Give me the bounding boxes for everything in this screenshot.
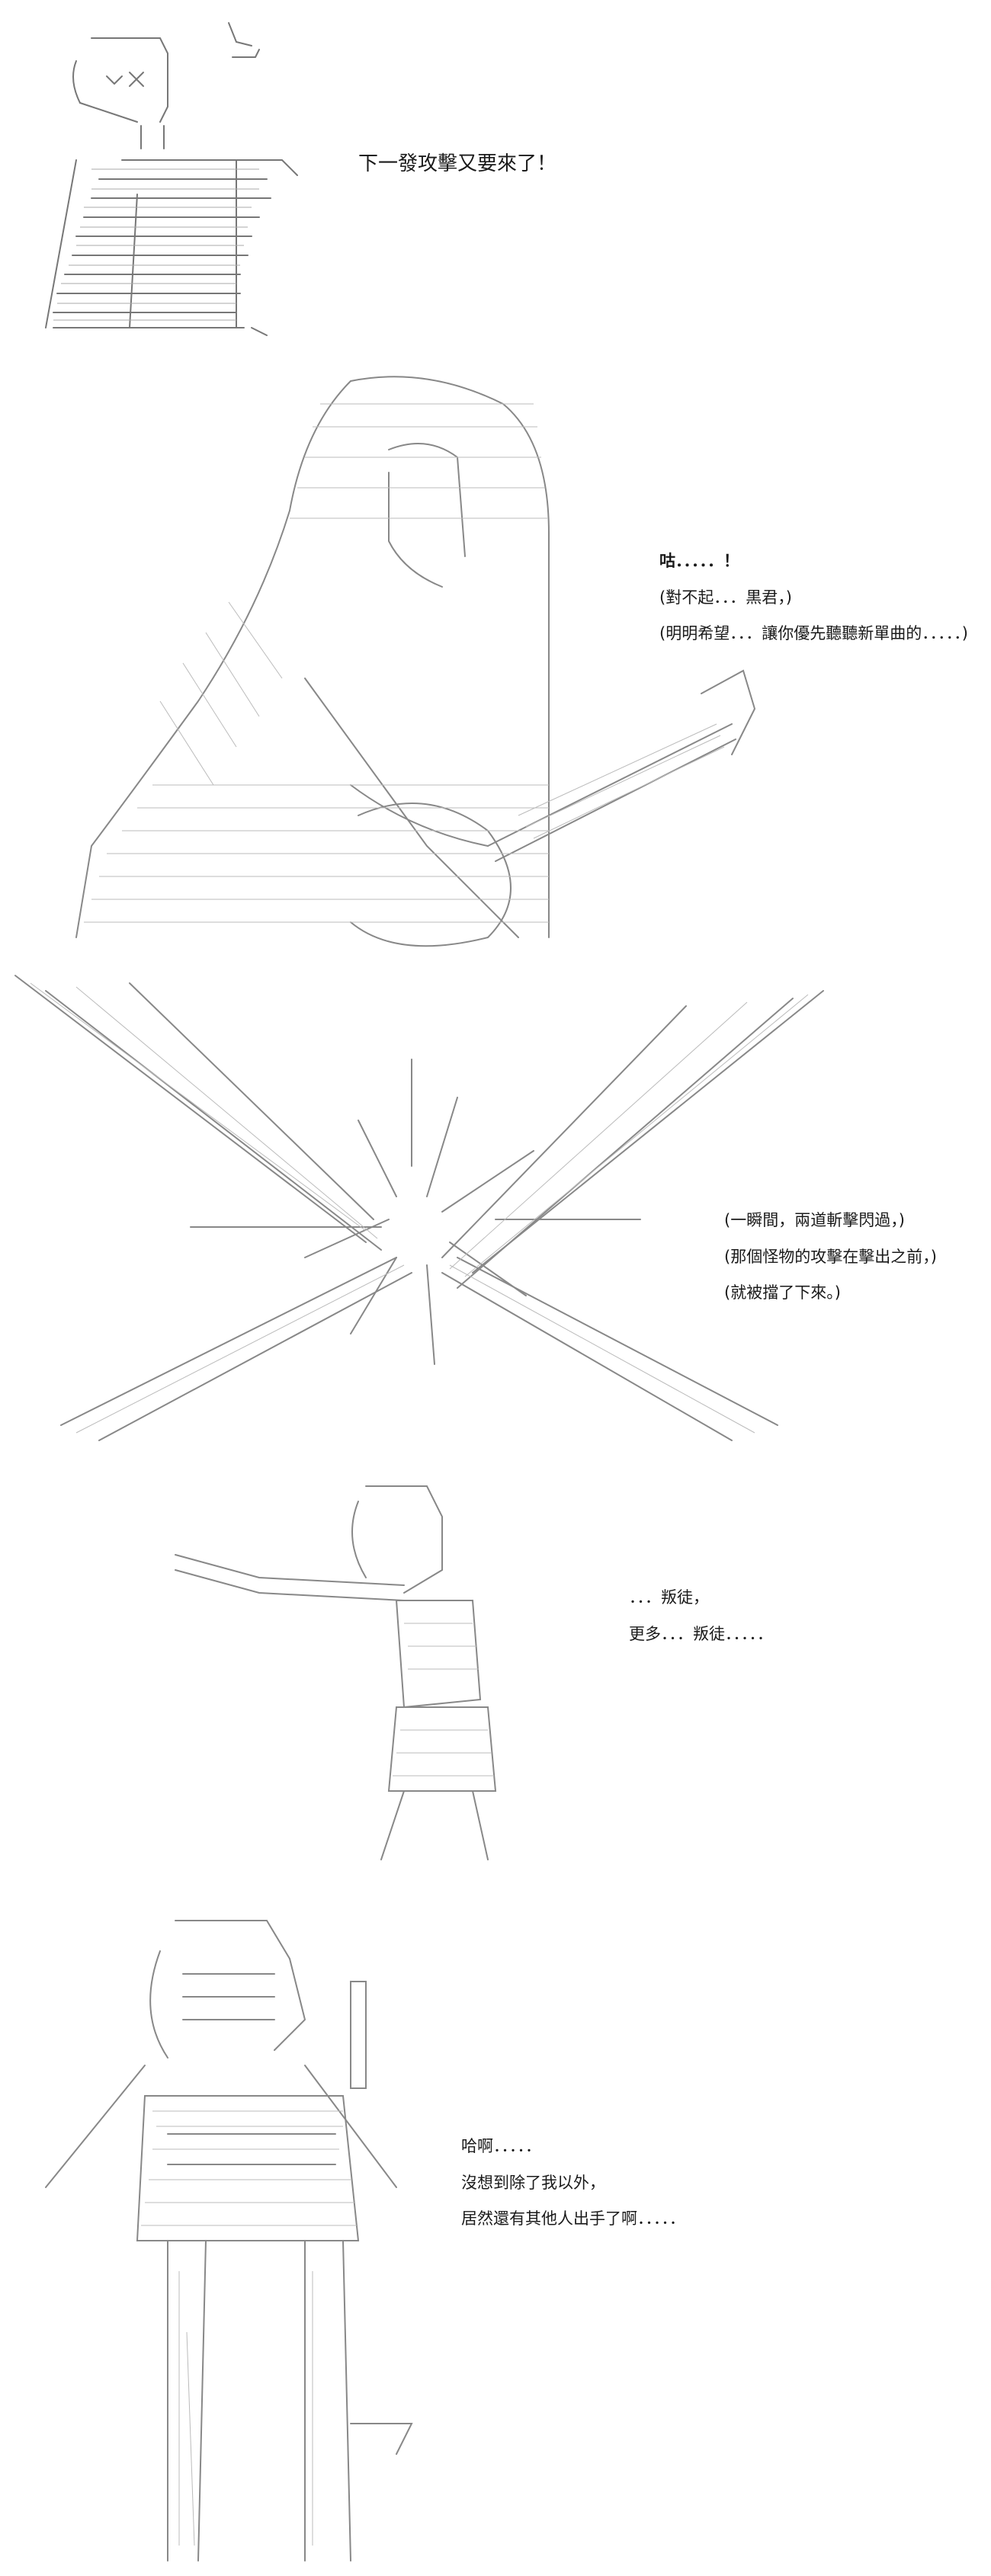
dialogue-line: 居然還有其他人出手了啊．．．．．: [461, 2209, 685, 2228]
panel-5-ascii-art-standing-figure: [45, 1920, 413, 2562]
panel-1-ascii-art-figure: [45, 22, 298, 336]
panel-3-ascii-art-slash-burst: [14, 975, 824, 1441]
dialogue-line: (就被擋了下來。): [724, 1283, 841, 1302]
panel-3-dialogue: (一瞬間，兩道斬擊閃過，) (那個怪物的攻擊在擊出之前，) (就被擋了下來。): [724, 1208, 937, 1317]
dialogue-line: (明明希望．．．讓你優先聽聽新單曲的．．．．．): [659, 624, 968, 643]
dialogue-line: ．．．叛徒，: [629, 1588, 709, 1607]
panel-1-dialogue: 下一發攻擊又要來了！: [358, 149, 556, 191]
panel-4: ．．．叛徒， 更多．．．叛徒．．．．．: [0, 1463, 991, 1905]
panel-2-dialogue: 咕．．．．．！ (對不起．．．黒君，) (明明希望．．．讓你優先聽聽新單曲的．．…: [659, 549, 968, 658]
dialogue-line: (對不起．．．黒君，): [659, 588, 792, 607]
panel-1: 下一發攻擊又要來了！: [0, 0, 991, 358]
dialogue-line: 下一發攻擊又要來了！: [358, 152, 557, 175]
dialogue-line: 更多．．．叛徒．．．．．: [629, 1624, 773, 1643]
dialogue-line: 咕．．．．．！: [659, 552, 739, 570]
panel-5-dialogue: 哈啊．．．．． 沒想到除了我以外， 居然還有其他人出手了啊．．．．．: [461, 2134, 685, 2243]
panel-4-dialogue: ．．．叛徒， 更多．．．叛徒．．．．．: [629, 1585, 773, 1658]
dialogue-line: (那個怪物的攻擊在擊出之前，): [724, 1247, 937, 1266]
dialogue-line: 哈啊．．．．．: [461, 2137, 541, 2155]
dialogue-line: (一瞬間，兩道斬擊閃過，): [724, 1211, 905, 1229]
panel-3: (一瞬間，兩道斬擊閃過，) (那個怪物的攻擊在擊出之前，) (就被擋了下來。): [0, 968, 991, 1463]
panel-4-ascii-art-sword-fighter: [175, 1485, 497, 1860]
panel-5: 哈啊．．．．． 沒想到除了我以外， 居然還有其他人出手了啊．．．．．: [0, 1905, 991, 2576]
panel-2-ascii-art-guitarist: [75, 376, 756, 947]
panel-2: 咕．．．．．！ (對不起．．．黒君，) (明明希望．．．讓你優先聽聽新單曲的．．…: [0, 358, 991, 968]
dialogue-line: 沒想到除了我以外，: [461, 2173, 605, 2192]
